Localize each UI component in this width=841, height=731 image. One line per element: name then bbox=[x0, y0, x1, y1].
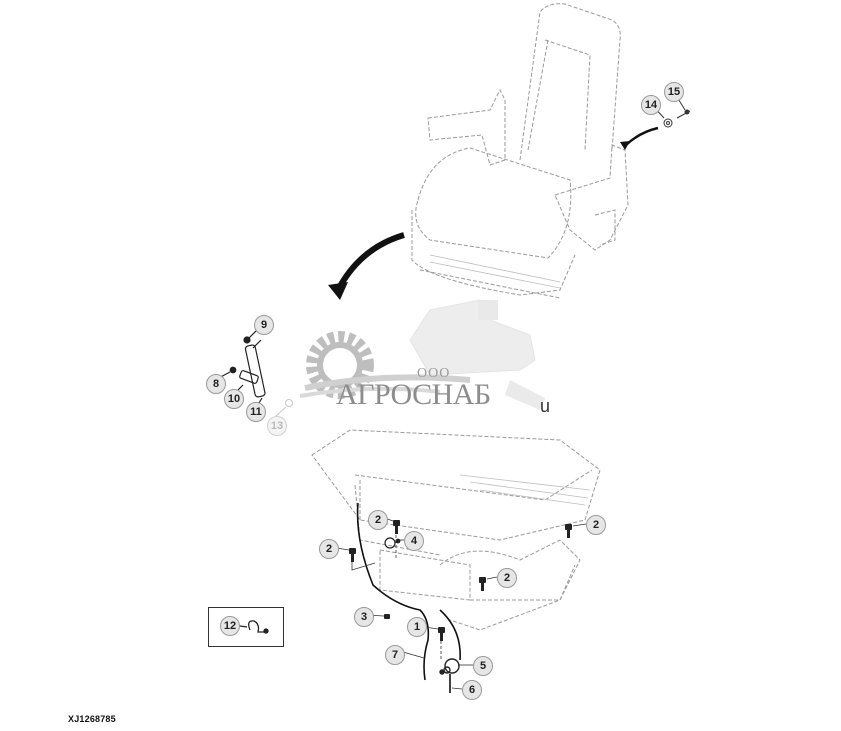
callout-3: 3 bbox=[354, 607, 374, 627]
cable-7 bbox=[356, 502, 430, 681]
seat-backrest-outline bbox=[519, 3, 621, 161]
cable-6 bbox=[439, 609, 461, 661]
bolts bbox=[349, 520, 572, 641]
watermark-prefix: ООО bbox=[417, 366, 451, 381]
callout-15: 15 bbox=[664, 82, 684, 102]
curved-arrow-large bbox=[335, 232, 405, 292]
watermark-logo bbox=[299, 299, 545, 410]
seat-hatching bbox=[429, 254, 591, 506]
callout-1: 1 bbox=[407, 617, 427, 637]
callout-6: 6 bbox=[462, 680, 482, 700]
left-armrest bbox=[427, 88, 506, 166]
seat-cushion-outline bbox=[415, 147, 572, 259]
callout-13: 13 bbox=[267, 416, 287, 436]
watermark-name: АГРОСНАБ bbox=[336, 378, 491, 411]
link-bracket bbox=[244, 344, 266, 398]
callout-10: 10 bbox=[224, 389, 244, 409]
callout-8: 8 bbox=[206, 374, 226, 394]
watermark-suffix: u bbox=[540, 396, 551, 416]
callout-12: 12 bbox=[220, 616, 240, 636]
callout-4: 4 bbox=[404, 531, 424, 551]
figure-id-label: XJ1268785 bbox=[68, 714, 116, 724]
callout-2d: 2 bbox=[497, 568, 517, 588]
right-armrest-console bbox=[554, 144, 629, 251]
callout-11: 11 bbox=[246, 402, 266, 422]
callout-7: 7 bbox=[385, 645, 405, 665]
callout-2c: 2 bbox=[586, 515, 606, 535]
callout-2a: 2 bbox=[368, 510, 388, 530]
curved-arrow-small bbox=[625, 126, 659, 146]
callout-5: 5 bbox=[473, 656, 493, 676]
inset-detail-box bbox=[208, 607, 284, 647]
inset-clamp-12 bbox=[239, 620, 269, 634]
callout-2b: 2 bbox=[319, 539, 339, 559]
seat-suspension-outline bbox=[311, 429, 601, 541]
callout-14: 14 bbox=[641, 95, 661, 115]
callout-9: 9 bbox=[254, 315, 274, 335]
